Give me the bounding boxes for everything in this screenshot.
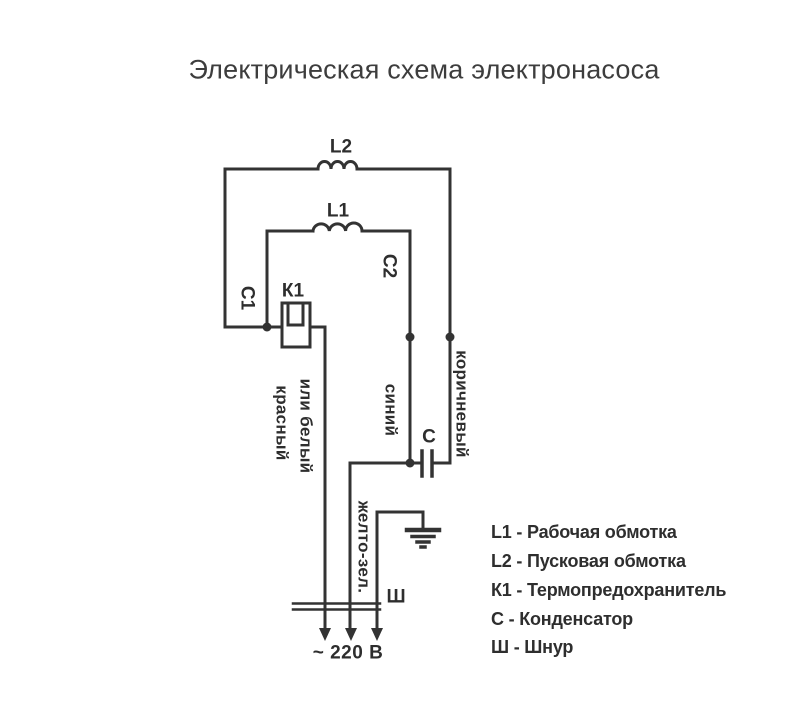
label-wire-yellow-green: желто-зел. [354, 500, 374, 594]
label-l1: L1 [326, 200, 350, 222]
cord-marker [291, 602, 382, 611]
junction-dots [262, 322, 455, 468]
power-supply-label: ~ 220 В [312, 642, 384, 664]
capacitor-c [420, 449, 452, 478]
legend-item-k1: К1 - Термопредохранитель [491, 580, 727, 600]
ground-branch [375, 510, 442, 632]
label-c2-terminal: С2 [378, 253, 400, 279]
wire-red-white [308, 325, 327, 632]
legend-item-l2: L2 - Пусковая обмотка [491, 551, 686, 571]
wire-blue-node [348, 461, 424, 632]
label-wire-red-1: красный [272, 385, 292, 461]
label-k1: К1 [281, 280, 305, 302]
diagram-title: Электрическая схема электронасоса [188, 54, 660, 85]
thermal-fuse-k1 [280, 301, 312, 349]
legend-item-l1: L1 - Рабочая обмотка [491, 522, 677, 542]
wire-l2-loop [223, 160, 452, 465]
inductor-l1-coil [311, 221, 364, 233]
ground-symbol [404, 527, 442, 549]
power-arrows [319, 628, 383, 641]
label-wire-red-2: или белый [296, 378, 316, 474]
wire-l1-loop [265, 221, 412, 465]
label-cord: Ш [386, 586, 406, 608]
label-c1-terminal: С1 [236, 285, 258, 311]
inductor-l2-coil [316, 160, 359, 171]
label-wire-brown: коричневый [452, 350, 472, 458]
label-capacitor: С [422, 426, 436, 448]
legend-item-c: С - Конденсатор [491, 609, 633, 629]
legend-item-sh: Ш - Шнур [491, 637, 574, 657]
label-wire-blue: синий [381, 383, 401, 437]
label-l2: L2 [329, 136, 353, 158]
